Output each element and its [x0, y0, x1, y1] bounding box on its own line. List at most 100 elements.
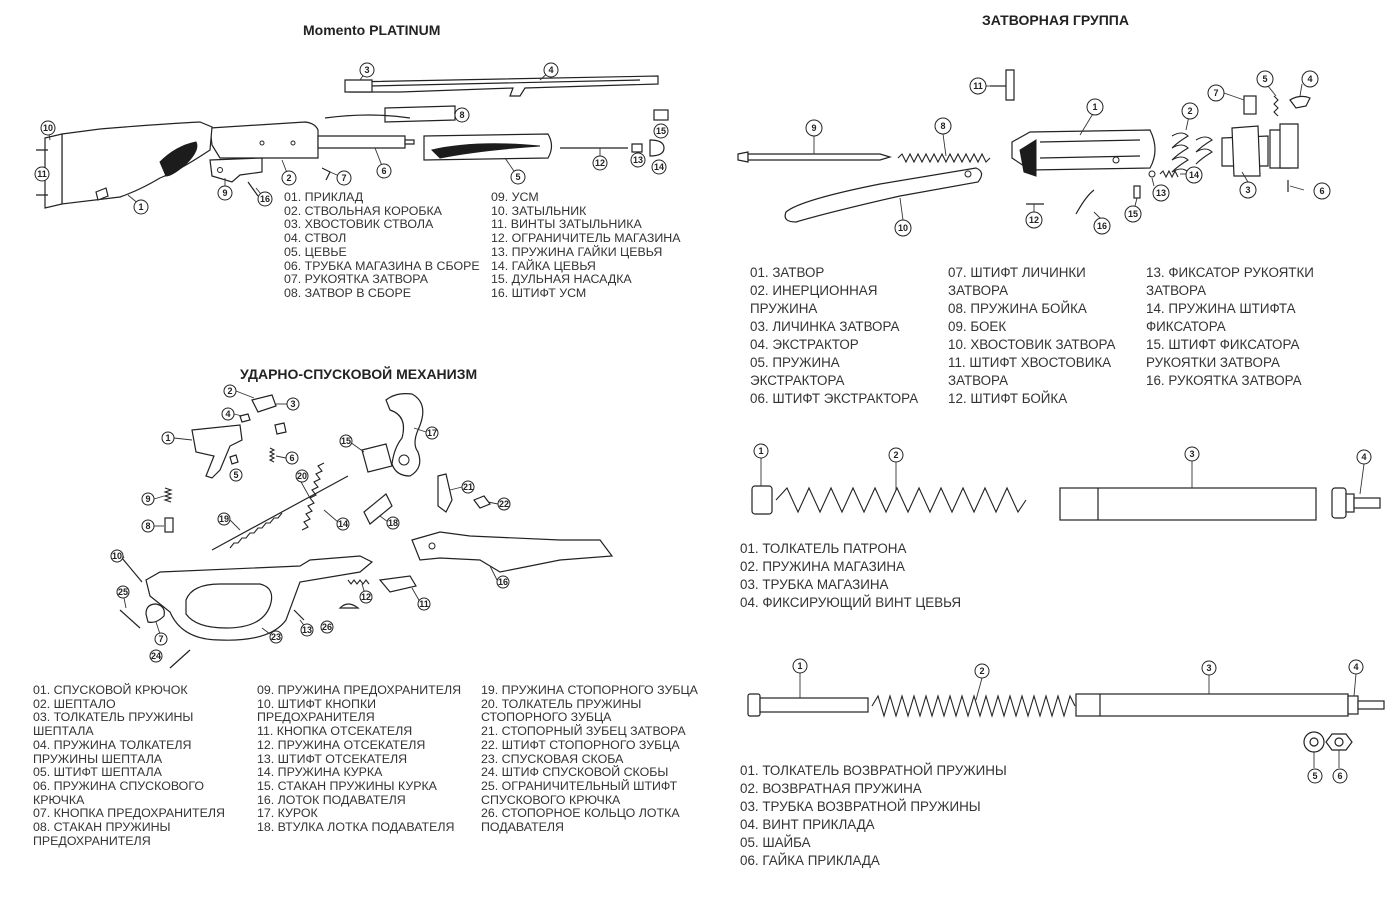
- charging-handle: [321, 167, 331, 181]
- part-item: 07. РУКОЯТКА ЗАТВОРА: [284, 272, 428, 287]
- magazine-callout: 1: [758, 446, 763, 456]
- bolt-callout: 9: [811, 123, 816, 133]
- trigger-group: [209, 157, 263, 183]
- shotgun-callout: 7: [341, 173, 346, 183]
- shotgun-diagram: [36, 75, 669, 209]
- part-item: 03. ЛИЧИНКА ЗАТВОРА: [750, 319, 900, 334]
- shotgun-callout: 8: [459, 110, 464, 120]
- carrier: [411, 531, 614, 573]
- part-item: 25. ОГРАНИЧИТЕЛЬНЫЙ ШТИФТ СПУСКОВОГО КРЮ…: [481, 778, 678, 807]
- shotgun-callout: 5: [515, 172, 520, 182]
- part-item: 14. ГАЙКА ЦЕВЬЯ: [491, 258, 596, 273]
- trigger-callout: 1: [165, 433, 170, 443]
- magazine-callouts: 1 2 3 4: [753, 443, 1372, 495]
- magazine-spring: [775, 486, 1027, 514]
- magazine-callout: 3: [1189, 449, 1194, 459]
- bolt-diagram: [737, 69, 1311, 223]
- part-item: 12. ОГРАНИЧИТЕЛЬ МАГАЗИНА: [491, 231, 681, 246]
- trigger-callout: 14: [338, 519, 348, 529]
- trigger-callout: 21: [463, 482, 473, 492]
- shotgun-callout: 4: [548, 65, 553, 75]
- part-item: 01. ТОЛКАТЕЛЬ ВОЗВРАТНОЙ ПРУЖИНЫ: [740, 763, 1007, 778]
- bolt-callout: 10: [898, 223, 908, 233]
- part-item: 06. ПРУЖИНА СПУСКОВОГО КРЮЧКА: [33, 778, 204, 807]
- bolt-title: ЗАТВОРНАЯ ГРУППА: [982, 12, 1129, 28]
- bolt-callout: 15: [1128, 209, 1138, 219]
- trigger-callout: 25: [118, 587, 128, 597]
- part-item: 09. ПРУЖИНА ПРЕДОХРАНИТЕЛЯ: [257, 683, 462, 697]
- trigger-callout: 4: [225, 409, 230, 419]
- magazine-diagram: [751, 485, 1381, 521]
- receiver: [209, 121, 319, 159]
- shotgun-callout: 12: [595, 158, 605, 168]
- part-item: 04. ПРУЖИНА ТОЛКАТЕЛЯ ПРУЖИНЫ ШЕПТАЛА: [33, 737, 192, 766]
- magazine-callout: 2: [893, 450, 898, 460]
- trigger-callout: 9: [145, 494, 150, 504]
- part-item: 26. СТОПОРНОЕ КОЛЬЦО ЛОТКА ПОДАВАТЕЛЯ: [481, 806, 680, 835]
- muzzle-cap: [653, 109, 669, 121]
- shotgun-callout: 10: [43, 123, 53, 133]
- shotgun-callout: 9: [222, 188, 227, 198]
- trigger-callout: 26: [322, 622, 332, 632]
- part-item: 10. ХВОСТОВИК ЗАТВОРА: [948, 337, 1116, 352]
- trigger-callout: 2: [227, 386, 232, 396]
- part-item: 04. ФИКСИРУЮЩИЙ ВИНТ ЦЕВЬЯ: [740, 595, 962, 610]
- shotgun-callout: 13: [633, 155, 643, 165]
- part-item: 11. КНОПКА ОТСЕКАТЕЛЯ: [257, 724, 413, 739]
- hammer-spring: [301, 462, 325, 531]
- bolt-callout: 6: [1319, 186, 1324, 196]
- part-item: 03. ТРУБКА МАГАЗИНА: [740, 577, 889, 592]
- trigger-callout: 13: [302, 625, 312, 635]
- part-item: 10. ШТИФТ КНОПКИ ПРЕДОХРАНИТЕЛЯ: [257, 696, 377, 725]
- part-item: 05. ПРУЖИНА ЭКСТРАКТОРА: [750, 355, 845, 388]
- trigger-callout: 11: [419, 599, 429, 609]
- trigger-diagram: [119, 393, 614, 669]
- part-item: 16. ШТИФТ УСМ: [491, 285, 587, 300]
- bolt-callout: 4: [1307, 74, 1312, 84]
- shotgun-title: Momento PLATINUM: [303, 22, 441, 38]
- trigger-callout: 24: [151, 651, 161, 661]
- trigger-callout: 22: [499, 499, 509, 509]
- recoil-callout: 3: [1206, 663, 1211, 673]
- trigger-callout: 17: [427, 428, 437, 438]
- forend-nut: [649, 139, 665, 157]
- bolt-head-pin: [1243, 95, 1257, 115]
- trigger-callout: 16: [498, 577, 508, 587]
- part-item: 13. ПРУЖИНА ГАЙКИ ЦЕВЬЯ: [491, 244, 663, 259]
- barrel-extension: [344, 79, 373, 93]
- shotgun-callout: 6: [381, 166, 386, 176]
- trigger-callout: 7: [158, 634, 163, 644]
- trigger-callout: 8: [145, 521, 150, 531]
- firing-pin: [737, 151, 749, 163]
- trigger-callout: 19: [219, 514, 229, 524]
- part-item: 02. СТВОЛЬНАЯ КОРОБКА: [284, 203, 442, 218]
- sear: [251, 394, 277, 413]
- part-item: 04. ЭКСТРАКТОР: [750, 337, 859, 352]
- part-item: 02. ШЕПТАЛО: [33, 696, 116, 711]
- shotgun-callout: 16: [260, 194, 270, 204]
- shotgun-callout: 1: [138, 202, 143, 212]
- recoil-spring: [871, 694, 1076, 718]
- part-item: 09. УСМ: [491, 190, 539, 204]
- bolt-callout: 13: [1156, 188, 1166, 198]
- bolt-callout: 14: [1189, 170, 1199, 180]
- part-item: 06. ТРУБКА МАГАЗИНА В СБОРЕ: [284, 258, 480, 273]
- trigger-callouts: 1 2 3 4 5 6 7 8 9 10 11 12 13 14 15 16 1…: [110, 384, 511, 663]
- recoil-callouts: 1 2 3 4 5 6: [792, 658, 1364, 784]
- stock-grip-checkering: [159, 141, 198, 177]
- recoil-callout: 6: [1337, 771, 1342, 781]
- part-item: 21. СТОПОРНЫЙ ЗУБЕЦ ЗАТВОРА: [481, 724, 686, 739]
- part-item: 03. ТРУБКА ВОЗВРАТНОЙ ПРУЖИНЫ: [740, 799, 981, 814]
- bolt-callout: 12: [1029, 215, 1039, 225]
- bolt-callout: 1: [1092, 102, 1097, 112]
- part-item: 01. ТОЛКАТЕЛЬ ПАТРОНА: [740, 541, 907, 556]
- trigger-callout: 15: [341, 436, 351, 446]
- part-item: 07. ШТИФТ ЛИЧИНКИ ЗАТВОРА: [948, 265, 1086, 298]
